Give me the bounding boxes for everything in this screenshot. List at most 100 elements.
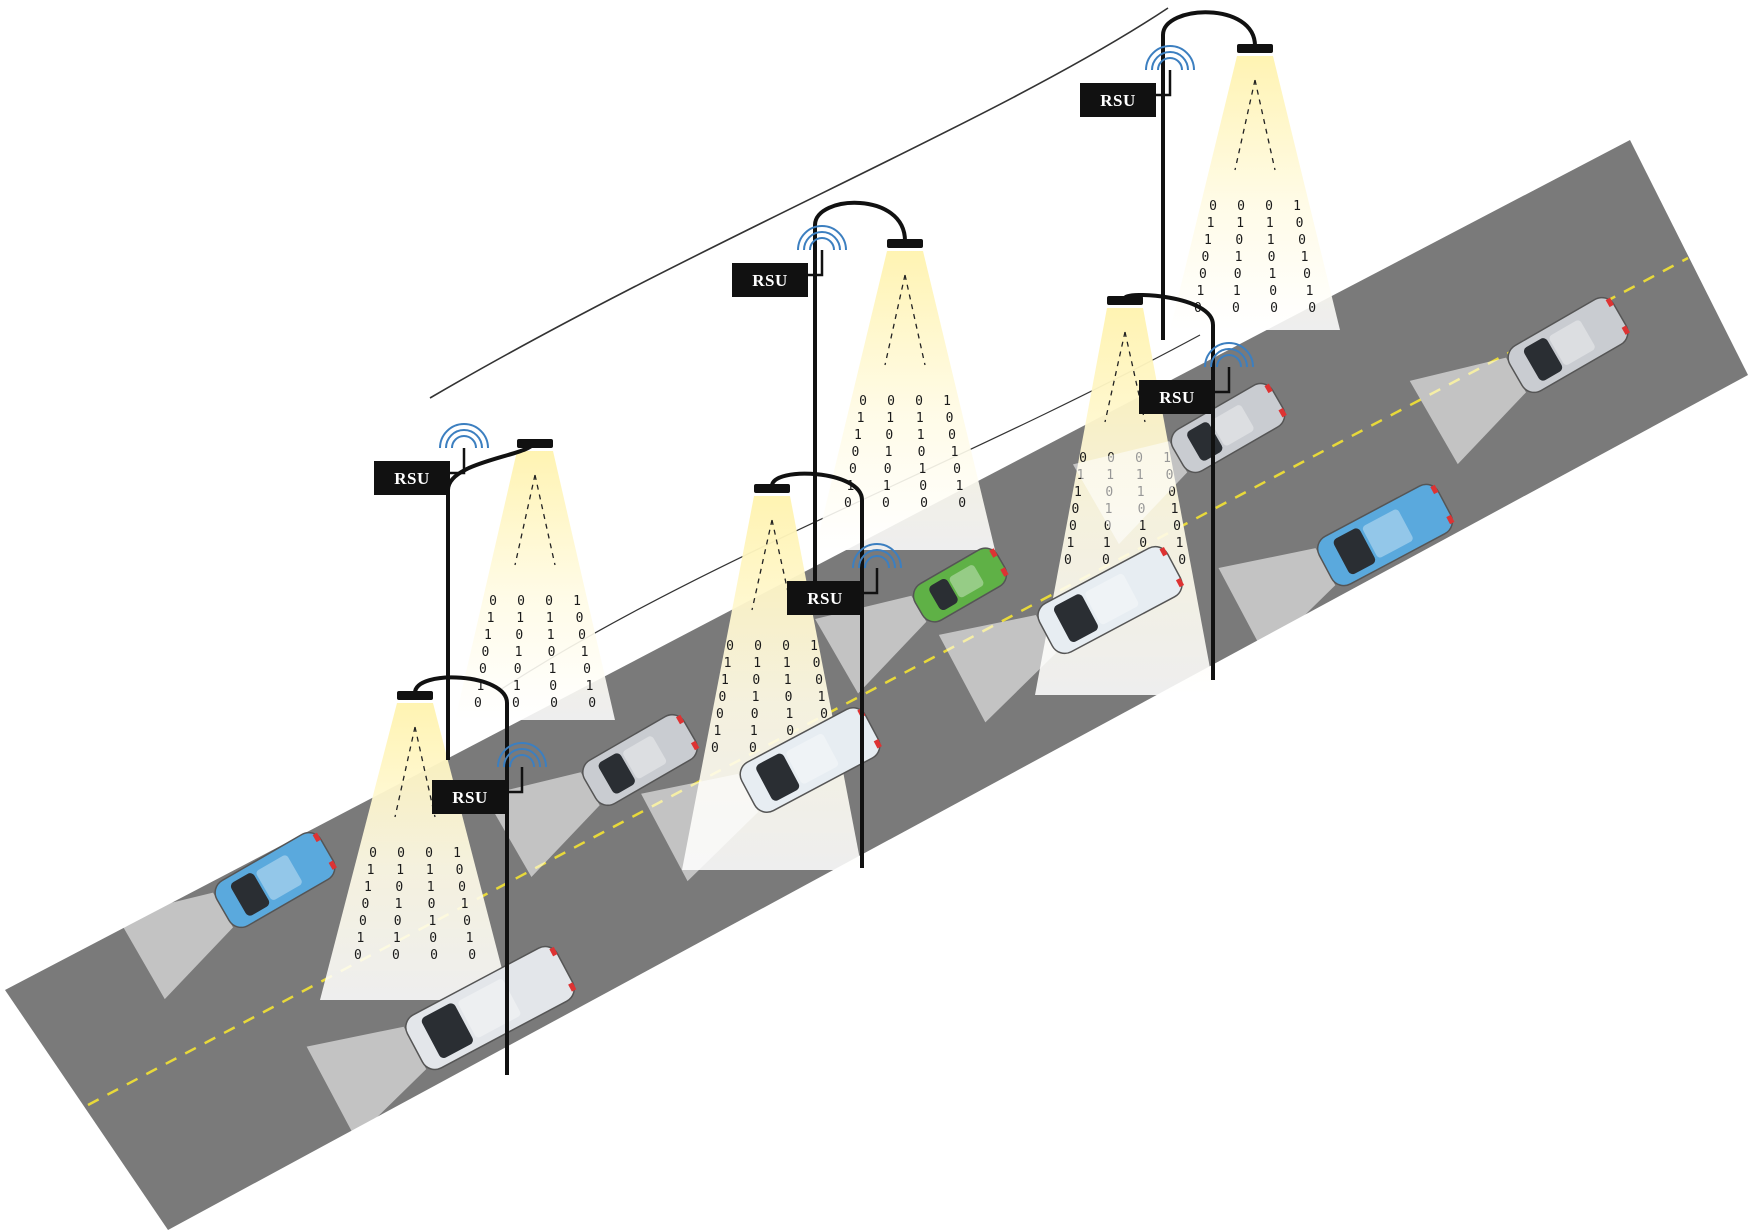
headlight-glow: [815, 595, 927, 694]
rsu-label: RSU: [394, 469, 430, 488]
vehicle-roof: [949, 565, 984, 598]
light-beam: [320, 703, 510, 1000]
tail-light: [1446, 514, 1455, 525]
rsu-box: [1139, 380, 1215, 414]
windshield: [1054, 594, 1098, 642]
binary-digit: 0: [474, 696, 482, 711]
binary-digit: 0: [716, 707, 724, 722]
windshield: [756, 753, 800, 801]
windshield: [1333, 528, 1376, 575]
binary-digit: 1: [916, 411, 924, 426]
rsu-box: [787, 581, 863, 615]
center-lane-marking: [87, 256, 1689, 1107]
antenna-icon: [450, 448, 466, 475]
binary-digit: 1: [943, 394, 951, 409]
headlight-glow: [116, 892, 234, 1000]
tail-light: [873, 739, 882, 749]
binary-digit: 0: [458, 880, 466, 895]
vehicle-roof: [458, 979, 521, 1038]
blue-pickup-truck: [116, 831, 337, 1000]
binary-digit: 1: [885, 445, 893, 460]
binary-digit: 0: [815, 673, 823, 688]
wifi-signal-icon: [1151, 51, 1189, 71]
binary-digit: 0: [1104, 519, 1112, 534]
binary-digit: 1: [428, 914, 436, 929]
vehicle-roof: [1085, 573, 1139, 625]
binary-digit: 1: [573, 594, 581, 609]
binary-digit: 0: [354, 948, 362, 963]
green-hatchback: [815, 547, 1009, 694]
binary-digit: 0: [813, 656, 821, 671]
antenna-icon: [808, 250, 824, 277]
rsu-label: RSU: [752, 271, 788, 290]
binary-digit: 0: [719, 690, 727, 705]
binary-digit: 0: [1202, 250, 1210, 265]
binary-digit: 0: [946, 411, 954, 426]
binary-digit: 0: [948, 428, 956, 443]
wifi-signal-icon: [445, 429, 483, 449]
binary-digit: 1: [1103, 536, 1111, 551]
binary-digit: 1: [484, 628, 492, 643]
binary-digit: 1: [364, 880, 372, 895]
light-beam: [815, 251, 995, 550]
binary-digit: 0: [1265, 199, 1273, 214]
binary-digit: 1: [857, 411, 865, 426]
binary-digit: 0: [915, 394, 923, 409]
binary-digit: 1: [917, 428, 925, 443]
binary-digit: 1: [1207, 216, 1215, 231]
binary-digit: 0: [578, 628, 586, 643]
tail-light: [1159, 546, 1168, 557]
binary-digit: 1: [721, 673, 729, 688]
binary-digit: 0: [515, 628, 523, 643]
binary-digit: 0: [1139, 536, 1147, 551]
wifi-signal-icon: [497, 742, 547, 768]
vehicle-roof: [786, 733, 839, 784]
binary-digit: 1: [1066, 536, 1074, 551]
windshield: [929, 579, 958, 611]
binary-digit: 0: [1178, 553, 1186, 568]
silver-sedan: [484, 713, 700, 877]
binary-digit: 1: [1236, 216, 1244, 231]
binary-digit: 0: [711, 741, 719, 756]
binary-digit: 1: [1293, 199, 1301, 214]
binary-digit: 1: [476, 679, 484, 694]
tail-light: [1175, 577, 1185, 588]
tail-light: [312, 832, 321, 843]
binary-digit: 0: [782, 639, 790, 654]
vehicle-roof: [256, 855, 302, 900]
light-beam: [455, 451, 615, 720]
blue-pickup-truck: [1218, 483, 1455, 655]
binary-digit: 0: [1079, 451, 1087, 466]
binary-digit: 0: [844, 496, 852, 511]
vehicle-roof: [1549, 320, 1595, 365]
street-lamp: RSU: [1107, 293, 1254, 680]
binary-digit: 1: [1204, 233, 1212, 248]
binary-digit: 0: [517, 594, 525, 609]
binary-digit: 0: [1237, 199, 1245, 214]
binary-digit: 1: [548, 662, 556, 677]
binary-digit: 1: [784, 673, 792, 688]
binary-digit: 0: [394, 914, 402, 929]
binary-digit: 0: [1303, 267, 1311, 282]
binary-digit: 0: [1209, 199, 1217, 214]
binary-digit: 0: [397, 846, 405, 861]
binary-digit: 0: [1069, 519, 1077, 534]
windshield: [1523, 338, 1563, 381]
binary-digit: 0: [430, 948, 438, 963]
binary-digit: 0: [752, 673, 760, 688]
binary-digit: 1: [713, 724, 721, 739]
street-lamp: RSU: [1080, 10, 1273, 340]
binary-digit: 1: [724, 656, 732, 671]
vehicle-roof: [623, 736, 667, 779]
binary-digit: 1: [586, 679, 594, 694]
tail-light: [1430, 484, 1439, 495]
binary-digit: 0: [1234, 267, 1242, 282]
antenna-icon: [508, 767, 524, 794]
binary-digit: 0: [428, 897, 436, 912]
binary-digit: 1: [1233, 284, 1241, 299]
binary-digit: 0: [919, 479, 927, 494]
binary-digit: 1: [854, 428, 862, 443]
white-van: [641, 707, 882, 882]
binary-digit: 1: [918, 462, 926, 477]
tail-light: [1000, 567, 1009, 577]
